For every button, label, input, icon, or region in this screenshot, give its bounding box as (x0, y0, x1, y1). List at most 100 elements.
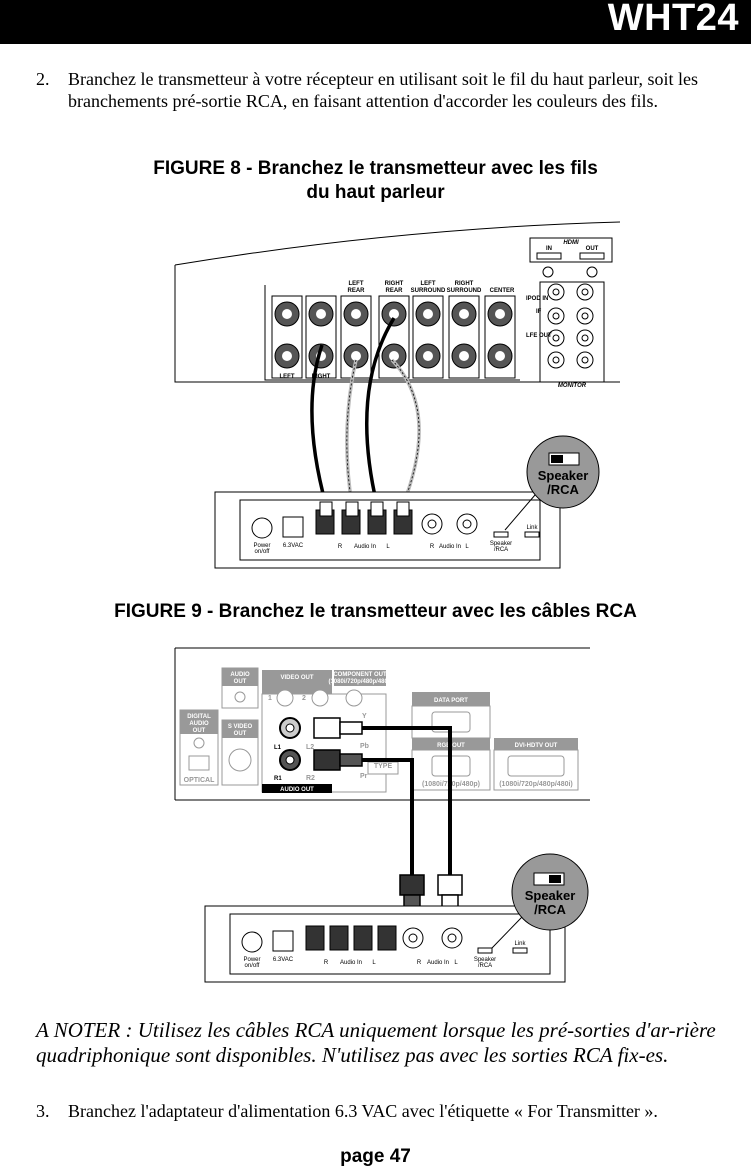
transmitter-front: Power on/off 6.3VAC R Audio In L R Audio… (214, 491, 561, 569)
power-label-2: on/off (245, 963, 260, 969)
speaker-rca-callout: Speaker /RCA (504, 435, 600, 531)
power-label-1: Power (243, 957, 260, 963)
r1-label: R1 (274, 776, 282, 782)
figure-9-illustration: DIGITAL AUDIO OUT OPTICAL AUDIO OUT S VI… (174, 647, 590, 983)
digital-label-2: AUDIO (189, 721, 209, 727)
vac-label: 6.3VAC (273, 957, 294, 963)
l-label-1: L (386, 544, 390, 550)
l-label-2: L (465, 544, 469, 550)
figure-9-caption: FIGURE 9 - Branchez le transmetteur avec… (114, 601, 637, 622)
speaker-rca-label-2: /RCA (478, 963, 492, 969)
model-title: WHT24 (607, 0, 739, 39)
y-label: Y (362, 713, 367, 720)
callout-speaker-label: Speaker (538, 468, 589, 483)
digital-audio-section: DIGITAL AUDIO OUT OPTICAL (179, 709, 219, 786)
right-surround-label-2: SURROUND (447, 288, 482, 294)
type-label: TYPE (374, 763, 393, 770)
right-rear-label-1: RIGHT (385, 281, 404, 287)
center-label: CENTER (490, 288, 515, 294)
right-label: RIGHT (312, 374, 331, 380)
figure-8-illustration: LEFT REAR RIGHT REAR LEFT SURROUND RIGHT… (174, 221, 621, 569)
audio-out-top-label-2: OUT (234, 679, 247, 685)
r-label-2: R (430, 544, 435, 550)
power-label-2: on/off (255, 549, 270, 555)
pr-label: Pr (360, 773, 368, 780)
step-2-text: Branchez le transmetteur à votre récepte… (68, 69, 699, 111)
hdmi-out-label: OUT (586, 246, 599, 252)
pb-label: Pb (360, 743, 369, 750)
receiver-outline (174, 647, 590, 801)
r-label-1: R (324, 960, 329, 966)
speaker-terminals (271, 295, 516, 379)
audio-in-label-1: Audio In (354, 544, 376, 550)
link-label: Link (526, 525, 538, 531)
r-label-2: R (417, 960, 422, 966)
video-2-label: 2 (302, 695, 306, 702)
rca-note: A NOTER : Utilisez les câbles RCA unique… (36, 1018, 716, 1067)
speaker-rca-label-1: Speaker (490, 541, 512, 547)
wire-plugs (319, 501, 410, 517)
step-2-number: 2. (36, 69, 50, 89)
step-3-number: 3. (36, 1101, 50, 1121)
speaker-rca-callout: Speaker /RCA (491, 853, 589, 949)
speaker-wires (310, 317, 421, 506)
left-surround-label-1: LEFT (421, 281, 436, 287)
r2-label: R2 (306, 775, 315, 782)
dvi-out-label: DVI-HDTV OUT (515, 743, 558, 749)
digital-label-3: OUT (193, 728, 206, 734)
callout-rca-label: /RCA (534, 902, 566, 917)
callout-speaker-label: Speaker (525, 888, 576, 903)
figure-8-caption-line2: du haut parleur (306, 182, 445, 203)
left-rear-label-2: REAR (347, 288, 365, 294)
digital-label-1: DIGITAL (187, 714, 211, 720)
ipod-in-label: IPOD IN (526, 296, 548, 302)
audio-in-label-2: Audio In (427, 960, 449, 966)
audio-out-top-label-1: AUDIO (230, 672, 250, 678)
audio-in-label-1: Audio In (340, 960, 362, 966)
video-component-section: VIDEO OUT COMPONENT OUT (1080i/720p/480p… (261, 670, 399, 793)
left-rear-label-1: LEFT (349, 281, 364, 287)
callout-rca-label: /RCA (547, 482, 579, 497)
hdmi-section: HDMI IN OUT (529, 237, 613, 278)
speaker-rca-label-2: /RCA (494, 547, 508, 553)
page-number: page 47 (340, 1146, 411, 1167)
monitor-label: MONITOR (558, 383, 587, 389)
video-1-label: 1 (268, 695, 272, 702)
left-surround-label-2: SURROUND (411, 288, 446, 294)
receiver-outline (174, 221, 621, 383)
video-out-label: VIDEO OUT (280, 675, 313, 681)
lfe-out-label: LFE OUT (526, 333, 552, 339)
page-header-bar: WHT24 (0, 0, 751, 44)
vac-label: 6.3VAC (283, 543, 304, 549)
component-res-label: (1080i/720p/480p/480i) (328, 679, 391, 685)
speaker-rca-label-1: Speaker (474, 957, 496, 963)
right-surround-label-1: RIGHT (455, 281, 474, 287)
data-rgb-dvi-section: DATA PORT RGB OUT (1080i/720p/480p) DVI-… (411, 692, 579, 791)
right-rear-label-2: REAR (385, 288, 403, 294)
l2-label: L2 (306, 744, 314, 751)
r-label-1: R (338, 544, 343, 550)
rca-jack-block: IPOD IN IF LFE OUT MONITOR (526, 281, 605, 389)
transmitter-front: Power on/off 6.3VAC R Audio In L R Audio… (204, 905, 566, 983)
receiver-rca-plugs (313, 717, 363, 771)
l-label-1: L (372, 960, 376, 966)
data-port-label: DATA PORT (434, 698, 468, 704)
audio-in-label-2: Audio In (439, 544, 461, 550)
s-video-label-2: OUT (234, 731, 247, 737)
if-label: IF (536, 309, 542, 315)
figure-8-caption: FIGURE 8 - Branchez le transmetteur avec… (0, 157, 751, 205)
hdmi-in-label: IN (546, 246, 552, 252)
audio-out-label: AUDIO OUT (280, 787, 314, 793)
figure-8-caption-line1: FIGURE 8 - Branchez le transmetteur avec… (153, 158, 598, 179)
component-out-label: COMPONENT OUT (333, 672, 387, 678)
rca-cables (362, 726, 452, 875)
power-label-1: Power (253, 543, 270, 549)
left-label: LEFT (280, 374, 295, 380)
hdmi-label: HDMI (563, 240, 579, 246)
optical-label: OPTICAL (184, 777, 215, 784)
step-3-text: Branchez l'adaptateur d'alimentation 6.3… (68, 1101, 658, 1121)
s-video-label-1: S VIDEO (228, 724, 253, 730)
audio-svideo-section: AUDIO OUT S VIDEO OUT (221, 667, 259, 786)
l1-label: L1 (274, 745, 282, 751)
dvi-res-label: (1080i/720p/480p/480i) (499, 781, 573, 788)
